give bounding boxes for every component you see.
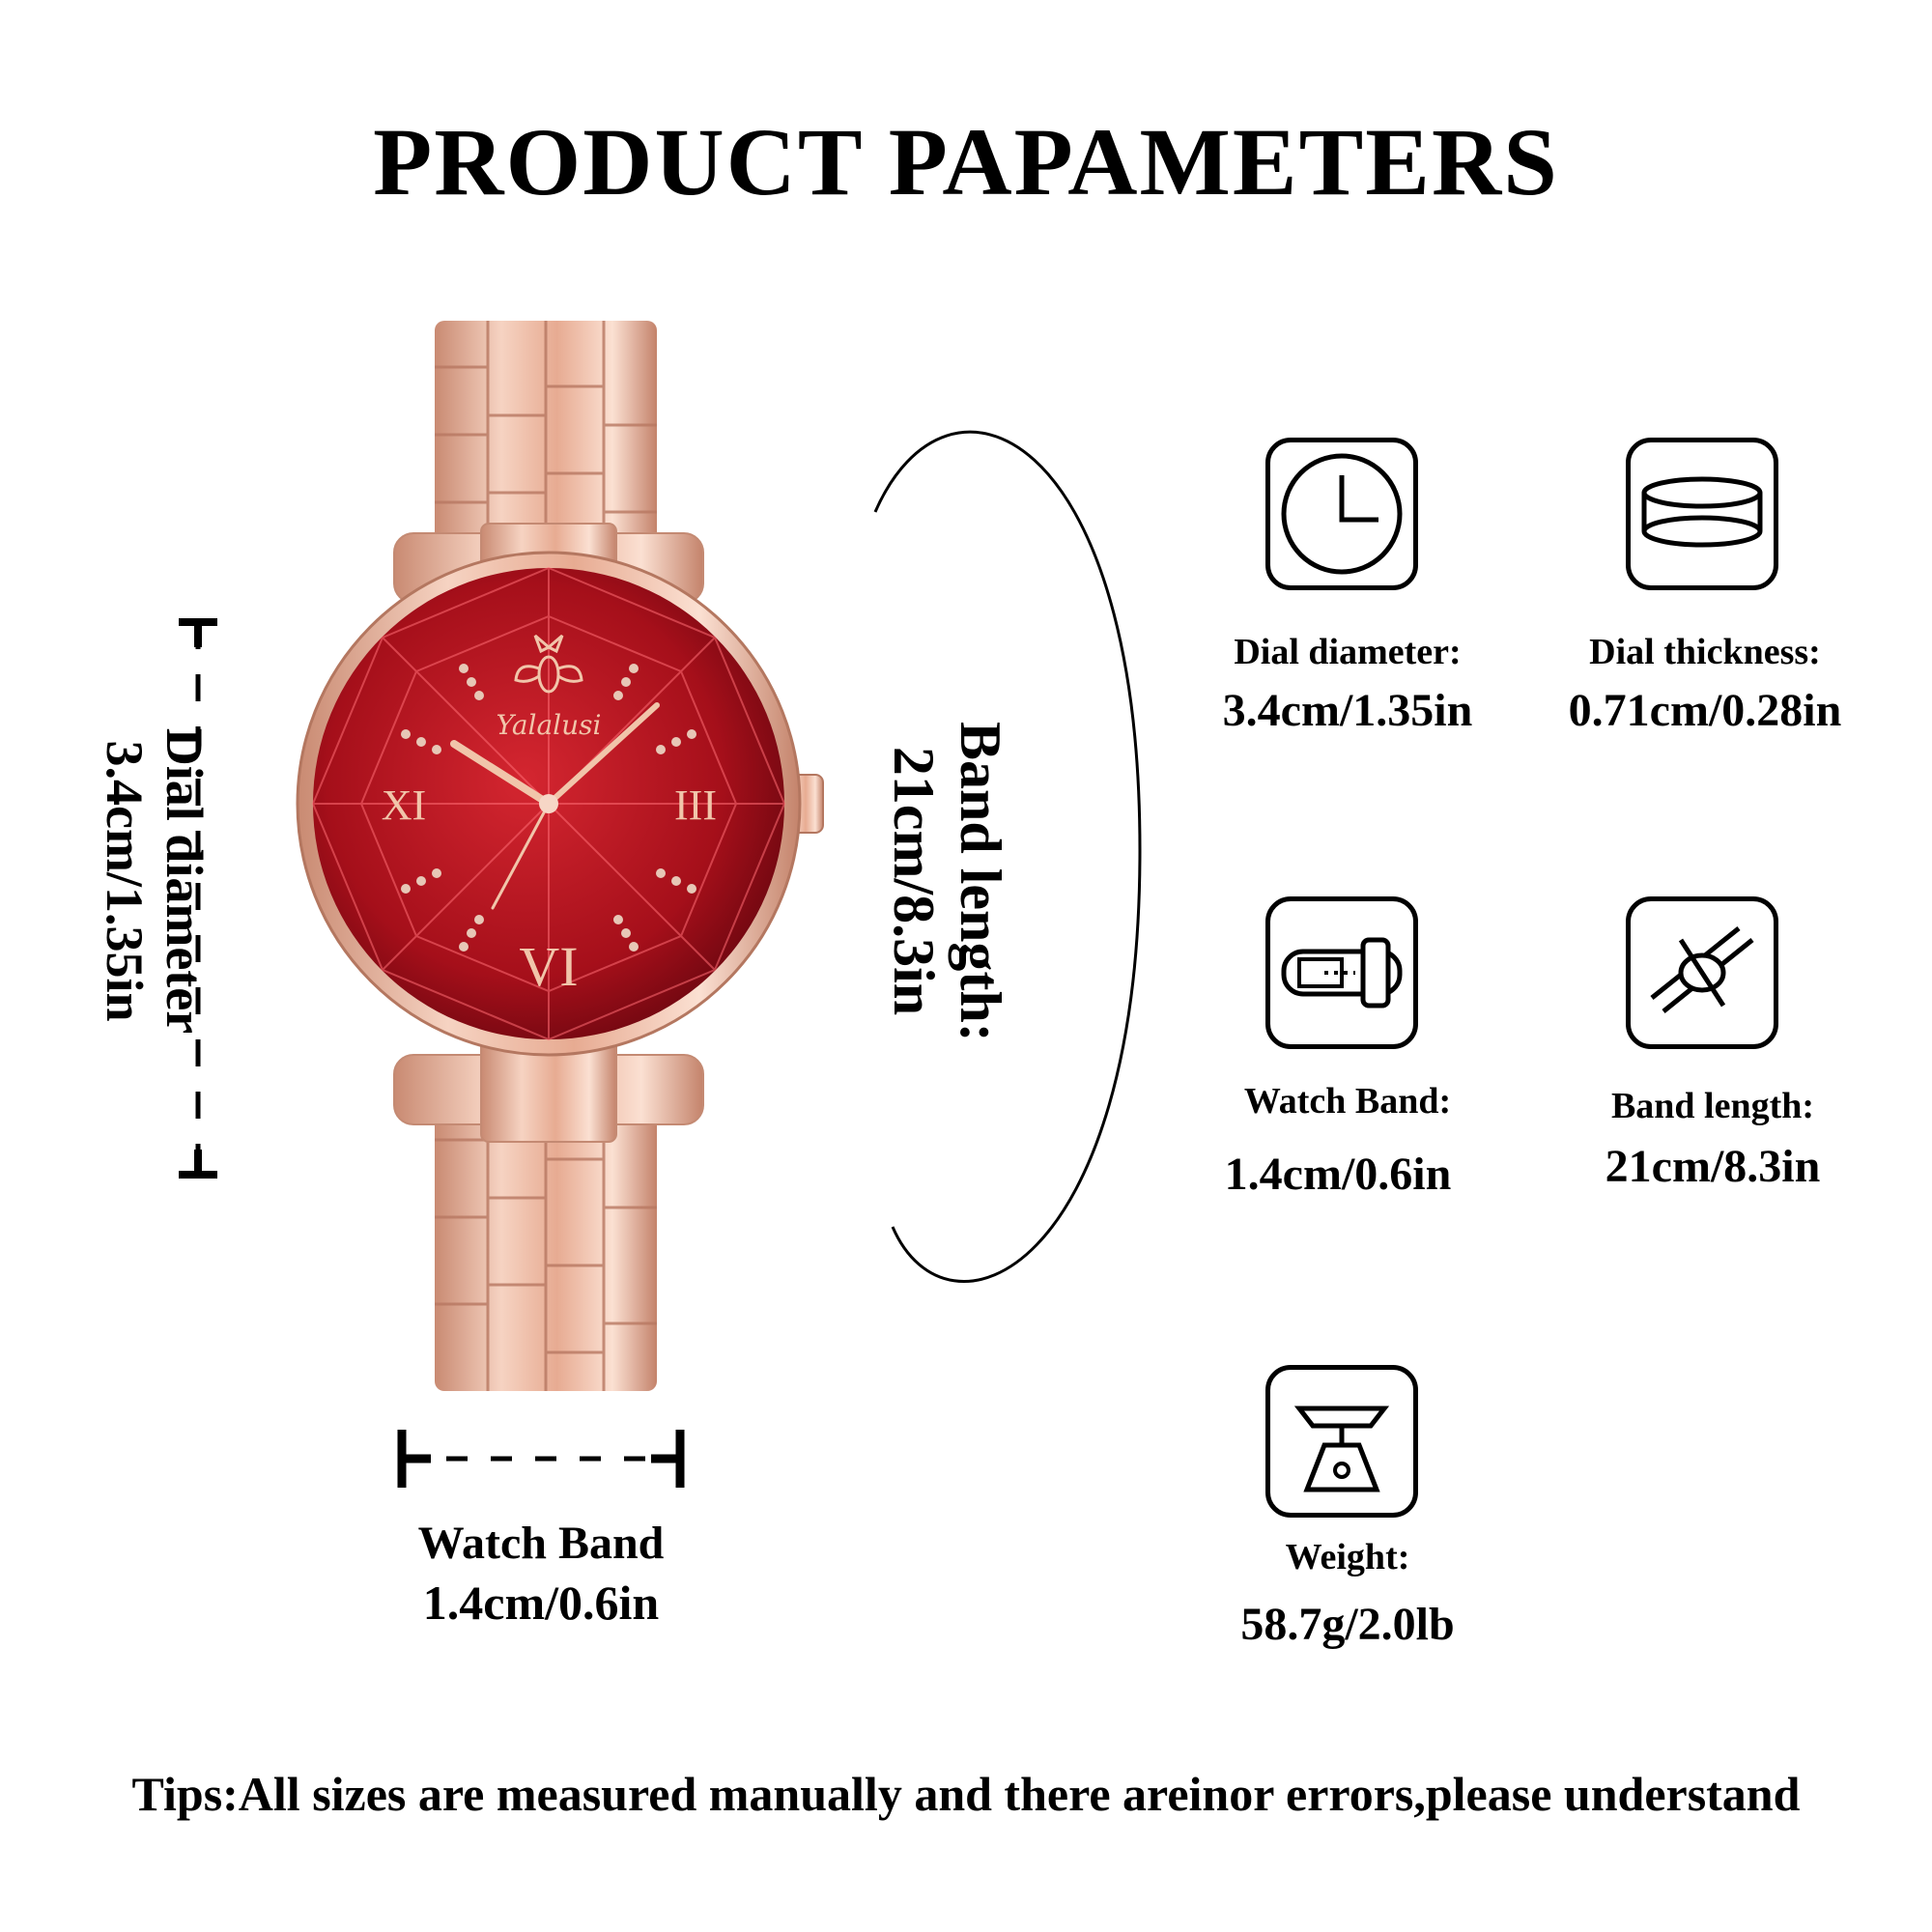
watch-illustration: Yalalusi XI III VI bbox=[296, 321, 824, 1391]
tips-note: Tips:All sizes are measured manually and… bbox=[131, 1767, 1801, 1821]
thickness-icon bbox=[1641, 476, 1763, 548]
band-length-arc bbox=[873, 430, 1142, 1283]
spec-label: Weight: bbox=[1285, 1537, 1410, 1577]
watch-hands bbox=[450, 702, 660, 910]
bee-logo-icon bbox=[514, 634, 583, 694]
band-length-vertical-label: Band length: 21cm/8.3in bbox=[880, 722, 1013, 1042]
dial-diameter-value: 3.4cm/1.35in bbox=[96, 740, 154, 1022]
numeral-iii: III bbox=[674, 781, 717, 829]
spec-value: 0.71cm/0.28in bbox=[1568, 685, 1842, 736]
band-length-icon bbox=[1650, 926, 1754, 1013]
numeral-vi: VI bbox=[519, 935, 578, 998]
dial-diameter-measure-line bbox=[179, 618, 217, 1179]
numeral-xi: XI bbox=[382, 781, 426, 829]
spec-value: 21cm/8.3in bbox=[1605, 1141, 1821, 1192]
crystal-markers bbox=[401, 664, 696, 952]
dial-diameter-spec-card bbox=[1265, 438, 1418, 590]
spec-value: 3.4cm/1.35in bbox=[1222, 685, 1473, 736]
watch-band-measure-value: 1.4cm/0.6in bbox=[422, 1576, 660, 1630]
band-length-spec-card bbox=[1626, 896, 1778, 1049]
spec-label: Watch Band: bbox=[1243, 1081, 1452, 1122]
dial-diameter-vertical-label: Dial diameter 3.4cm/1.35in bbox=[95, 688, 214, 1074]
spec-label: Band length: bbox=[1610, 1086, 1815, 1126]
weight-spec-card bbox=[1265, 1365, 1418, 1518]
clock-icon bbox=[1281, 453, 1403, 575]
spec-label: Dial diameter: bbox=[1234, 632, 1462, 672]
watch-band-spec-card bbox=[1265, 896, 1418, 1049]
lower-band bbox=[393, 1035, 704, 1391]
scale-icon bbox=[1293, 1406, 1390, 1492]
dial-thickness-spec-card bbox=[1626, 438, 1778, 590]
band-length-arc-value: 21cm/8.3in bbox=[882, 746, 946, 1016]
page-title: PRODUCT PAPAMETERS bbox=[373, 108, 1559, 215]
spec-value: 1.4cm/0.6in bbox=[1224, 1149, 1452, 1200]
watch-brand: Yalalusi bbox=[497, 709, 602, 741]
band-length-arc-label: Band length: bbox=[949, 722, 1012, 1042]
watch-band-icon bbox=[1281, 937, 1403, 1009]
watch-band-measure-label: Watch Band bbox=[417, 1518, 665, 1569]
spec-label: Dial thickness: bbox=[1589, 632, 1821, 672]
spec-value: 58.7g/2.0lb bbox=[1240, 1599, 1455, 1650]
watch-band-measure-line bbox=[397, 1430, 685, 1488]
dial-diameter-label: Dial diameter bbox=[156, 727, 213, 1035]
